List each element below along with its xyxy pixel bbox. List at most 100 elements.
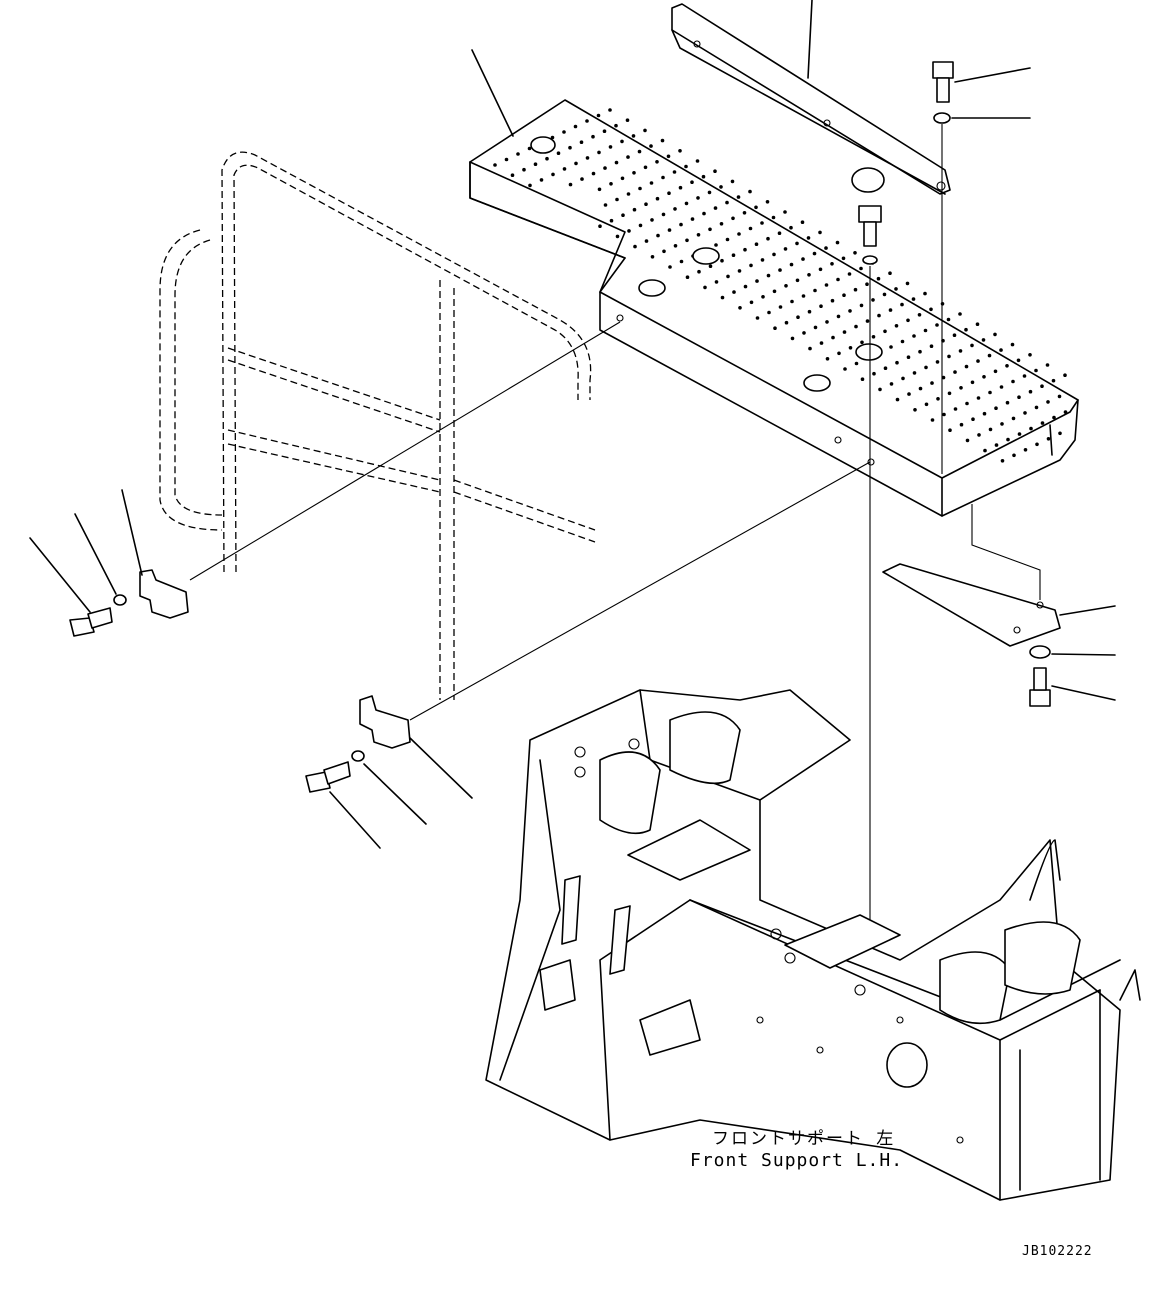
perforation-hole: [660, 138, 665, 143]
perforation-hole: [847, 272, 852, 276]
perforation-hole: [901, 376, 905, 381]
perforation-hole: [795, 241, 799, 246]
perforation-hole: [907, 392, 911, 396]
perforation-hole: [977, 433, 981, 437]
perforation-hole: [742, 211, 747, 215]
perforation-hole: [1046, 437, 1051, 441]
perforation-hole: [813, 325, 818, 330]
perforation-hole: [877, 313, 881, 318]
perforation-hole: [1000, 422, 1004, 426]
perforation-hole: [1010, 342, 1015, 347]
perforation-hole: [941, 375, 946, 380]
perforation-hole: [533, 162, 538, 166]
perforation-hole: [615, 197, 619, 202]
perforation-hole: [942, 412, 946, 417]
perforation-hole: [684, 201, 689, 206]
perforation-hole: [644, 239, 649, 243]
perforation-hole: [673, 207, 677, 211]
perforation-hole: [1023, 448, 1028, 452]
perforation-hole: [743, 247, 747, 252]
perforation-hole: [603, 166, 607, 170]
perforation-hole: [837, 351, 841, 356]
perforation-hole: [853, 287, 858, 292]
perforation-hole: [900, 302, 904, 307]
perforation-hole: [655, 160, 659, 164]
perforation-hole: [971, 417, 975, 422]
step-perforations: [493, 108, 1068, 463]
perforation-hole: [789, 225, 793, 230]
perforation-hole: [754, 242, 759, 246]
perforation-hole: [854, 324, 858, 329]
perforation-hole: [783, 247, 788, 251]
perforation-hole: [888, 271, 892, 276]
perforation-hole: [766, 273, 771, 278]
perforation-hole: [726, 274, 730, 279]
perforation-hole: [562, 167, 567, 171]
perforation-hole: [551, 172, 555, 177]
perforation-hole: [923, 328, 928, 333]
perforation-hole: [713, 206, 718, 210]
perforation-hole: [913, 408, 917, 412]
perforation-hole: [738, 306, 742, 310]
perforation-hole: [819, 341, 824, 345]
perforation-hole: [888, 308, 893, 312]
perforation-hole: [731, 253, 736, 257]
perforation-hole: [765, 200, 770, 204]
perforation-hole: [725, 237, 730, 242]
perforation-hole: [872, 371, 876, 376]
perforation-hole: [679, 259, 684, 264]
perforation-hole: [760, 221, 764, 225]
perforation-hole: [1011, 416, 1016, 421]
perforation-hole: [935, 360, 940, 364]
perforation-hole: [702, 211, 706, 216]
perforation-hole: [748, 189, 752, 194]
perforation-hole: [743, 284, 748, 289]
perforation-hole: [952, 333, 957, 338]
perforation-hole: [930, 418, 935, 422]
perforation-hole: [889, 382, 894, 386]
perforation-hole: [1052, 415, 1056, 420]
perforation-hole: [603, 203, 608, 207]
perforation-hole: [825, 357, 830, 361]
perforation-hole: [703, 285, 707, 290]
perforation-hole: [493, 163, 497, 167]
perforation-hole: [707, 190, 712, 195]
perforation-hole: [912, 371, 917, 375]
perforation-hole: [579, 140, 584, 144]
perforation-hole: [964, 364, 969, 369]
perforation-hole: [736, 195, 741, 199]
perforation-hole: [585, 119, 589, 123]
perforation-hole: [731, 216, 735, 221]
perforation-hole: [615, 234, 620, 239]
perforation-hole: [767, 310, 771, 315]
perforation-hole: [836, 314, 841, 319]
perforation-hole: [650, 218, 654, 222]
perforation-hole: [701, 174, 706, 179]
perforation-hole: [953, 370, 957, 374]
perforation-hole: [556, 151, 561, 155]
perforation-hole: [632, 207, 637, 212]
perforation-hole: [865, 319, 870, 323]
perforation-hole: [661, 212, 666, 217]
perforation-hole: [755, 279, 759, 283]
perforation-hole: [813, 288, 817, 293]
perforation-hole: [876, 276, 881, 281]
perforation-hole: [591, 134, 595, 139]
perforation-hole: [609, 218, 614, 223]
perforation-hole: [754, 205, 758, 210]
perforation-hole: [1063, 373, 1067, 378]
perforation-hole: [690, 217, 695, 221]
perforation-hole: [848, 309, 852, 313]
perforation-hole: [614, 123, 618, 128]
perforation-hole: [988, 390, 992, 395]
perforation-hole: [661, 175, 665, 180]
perforation-hole: [1023, 411, 1027, 415]
perforation-hole: [895, 360, 899, 365]
perforation-hole: [1022, 374, 1027, 378]
perforation-hole: [1005, 364, 1009, 368]
perforation-hole: [958, 349, 963, 353]
perforation-hole: [690, 180, 694, 184]
perforation-hole: [1012, 453, 1016, 458]
perforation-hole: [685, 275, 690, 280]
